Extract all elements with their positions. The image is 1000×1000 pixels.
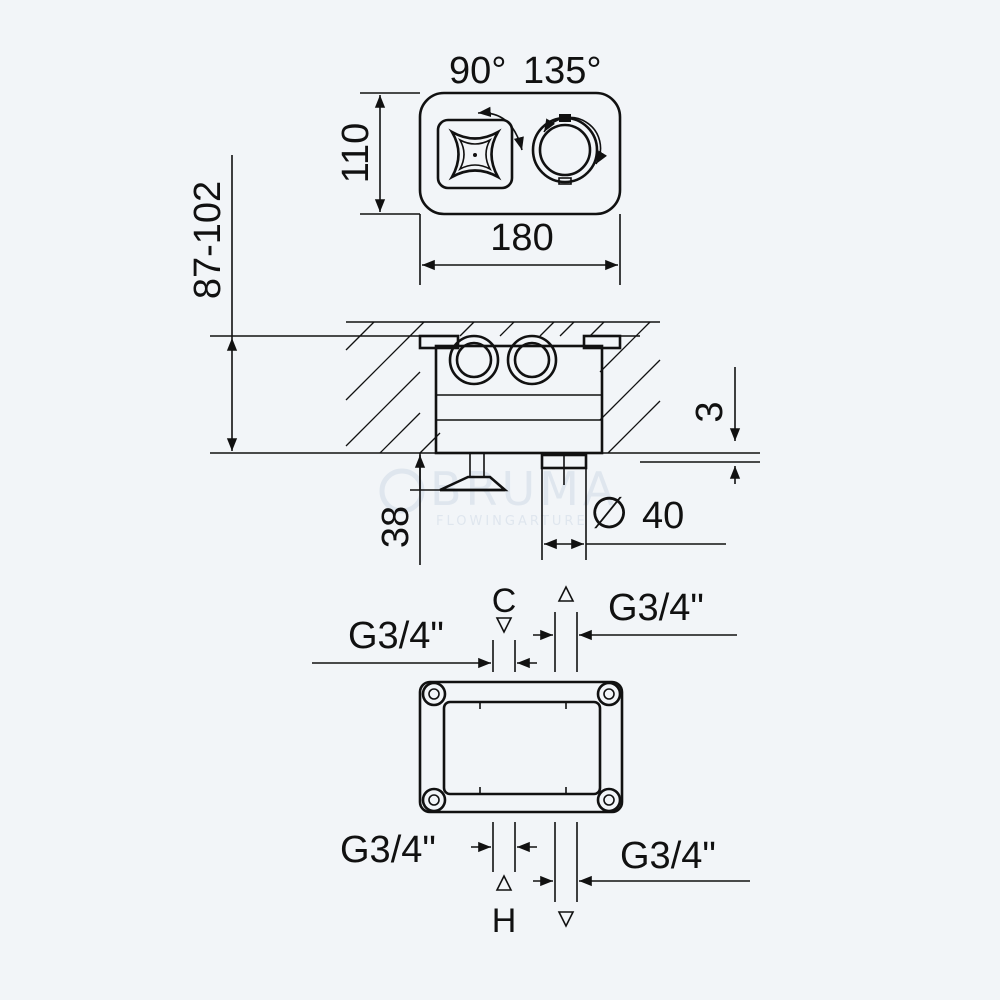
projection-38-label: 38 — [375, 506, 417, 548]
flow-up-arrow-icon — [557, 585, 575, 602]
control-plate-front-view: 90° 135° 110 180 — [335, 50, 622, 285]
cross-handle-icon — [436, 118, 514, 190]
outlet-left-icon — [448, 334, 500, 386]
thread-top-left-label: G3/4" — [348, 615, 444, 657]
rotation-arrow-135-icon — [543, 116, 608, 165]
rough-in-box — [434, 344, 604, 455]
watermark-logo-icon — [379, 468, 425, 514]
wall-hatching-left — [345, 321, 441, 454]
diameter-40-label: 40 — [642, 495, 684, 537]
connection-h-label: H — [492, 902, 517, 940]
rotation-arrow-90-icon — [477, 106, 524, 151]
width-180-label: 180 — [490, 217, 553, 259]
round-dial-icon — [531, 114, 599, 185]
flow-down-arrow-icon — [495, 617, 513, 634]
depth-range-label: 87-102 — [187, 181, 229, 299]
connection-c-label: C — [492, 582, 517, 620]
watermark: BRUMA FLOWINGARTURE — [379, 462, 614, 529]
connection-top-view: G3/4" G3/4" C G3/4" G3/4" H — [312, 582, 750, 940]
angle-90-label: 90° — [449, 50, 506, 92]
outlet-right-icon — [506, 334, 558, 386]
control-plate — [418, 91, 622, 216]
watermark-tagline: FLOWINGARTURE — [436, 514, 588, 529]
flow-up-arrow-bottom-icon — [495, 874, 513, 891]
angle-135-label: 135° — [523, 50, 602, 92]
thread-bottom-left-label: G3/4" — [340, 829, 436, 871]
diameter-symbol: ∅ — [590, 489, 628, 538]
offset-3-label: 3 — [689, 401, 731, 422]
flow-down-arrow-bottom-icon — [557, 911, 575, 928]
box-frame — [418, 680, 624, 814]
thread-top-right-label: G3/4" — [608, 587, 704, 629]
wall-hatching-right — [459, 321, 661, 454]
installation-section-view: 87-102 3 38 ∅ 40 — [187, 155, 760, 565]
height-110-label: 110 — [335, 123, 377, 184]
thread-bottom-right-label: G3/4" — [620, 835, 716, 877]
